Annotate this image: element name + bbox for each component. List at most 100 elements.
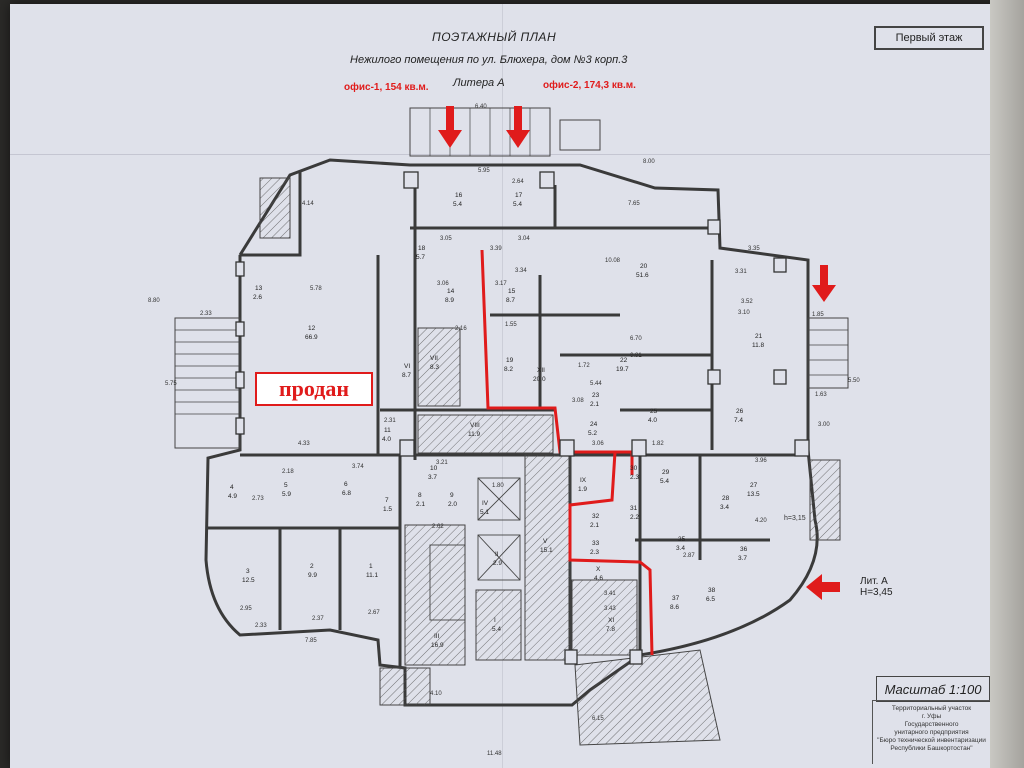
room-area: 7.4 bbox=[734, 417, 743, 424]
stamp-line: Республики Башкортостан" bbox=[890, 745, 973, 752]
room-number: 8 bbox=[418, 492, 422, 499]
column bbox=[235, 417, 245, 435]
room-area: 2.9 bbox=[493, 560, 502, 567]
dimension-label: 1.55 bbox=[505, 322, 517, 328]
room-number: 35 bbox=[678, 536, 686, 543]
inner-wall bbox=[410, 185, 557, 230]
room-area: 19.7 bbox=[616, 366, 629, 373]
room-area: 8.7 bbox=[506, 297, 515, 304]
dimension-label: 2.18 bbox=[282, 469, 294, 475]
room-number: 36 bbox=[740, 546, 748, 553]
room-number: 17 bbox=[515, 192, 523, 199]
dimension-label: 4.10 bbox=[430, 691, 442, 697]
dimension-label: 6.15 bbox=[592, 716, 604, 722]
room-area: 66.9 bbox=[305, 334, 318, 341]
room-area: 1.5 bbox=[383, 506, 392, 513]
room-area: 8.9 bbox=[445, 297, 454, 304]
arrow-down-icon bbox=[812, 265, 836, 302]
room-number: 5 bbox=[284, 482, 288, 489]
room-number: 32 bbox=[592, 513, 600, 520]
column bbox=[235, 261, 245, 277]
sold-label: продан bbox=[255, 372, 373, 406]
dimension-label: 8.80 bbox=[148, 298, 160, 304]
dimension-label: 3.41 bbox=[604, 591, 616, 597]
dimension-label: 3.00 bbox=[818, 422, 830, 428]
room-area: 3.7 bbox=[428, 474, 437, 481]
room-area: 3.4 bbox=[676, 545, 685, 552]
dimension-label: 5.95 bbox=[478, 168, 490, 174]
dimension-label: 3.08 bbox=[572, 398, 584, 404]
dimension-label: 3.06 bbox=[592, 441, 604, 447]
room-area: 2.3 bbox=[630, 474, 639, 481]
room-area: 4.6 bbox=[594, 575, 603, 582]
office-boundary bbox=[568, 451, 654, 656]
column bbox=[707, 369, 721, 385]
room-number: 28 bbox=[722, 495, 730, 502]
room-number: 4 bbox=[230, 484, 234, 491]
room-number: 6 bbox=[344, 481, 348, 488]
column bbox=[403, 171, 419, 189]
room-area: 8.7 bbox=[402, 372, 411, 379]
dimension-label: 4.20 bbox=[755, 518, 767, 524]
room-area: 2.2 bbox=[630, 514, 639, 521]
column bbox=[631, 439, 647, 457]
room-area: 5.4 bbox=[492, 626, 501, 633]
room-area: 5.2 bbox=[588, 430, 597, 437]
room-number: II bbox=[495, 551, 499, 558]
room-area: 5.4 bbox=[453, 201, 462, 208]
room-area: 2.0 bbox=[448, 501, 457, 508]
plan-title: ПОЭТАЖНЫЙ ПЛАН bbox=[432, 30, 557, 44]
room-number: III bbox=[434, 633, 440, 640]
room-area: 20.0 bbox=[533, 376, 546, 383]
room-number: 19 bbox=[506, 357, 514, 364]
scale-label: Масштаб 1:100 bbox=[876, 676, 990, 702]
room-number: IX bbox=[580, 477, 587, 484]
room-number: V bbox=[543, 538, 548, 545]
room-area: 3.4 bbox=[720, 504, 729, 511]
room-area: 7.8 bbox=[606, 626, 615, 633]
room-number: I bbox=[494, 617, 496, 624]
hatched-area bbox=[417, 327, 461, 407]
room-number: VII bbox=[430, 355, 438, 362]
column bbox=[773, 369, 787, 385]
room-area: 8.6 bbox=[670, 604, 679, 611]
dimension-label: 2.16 bbox=[455, 326, 467, 332]
column bbox=[794, 439, 810, 457]
column bbox=[235, 371, 245, 389]
room-number: 21 bbox=[755, 333, 763, 340]
entrance-porch bbox=[409, 107, 551, 157]
arrow-down-icon bbox=[506, 106, 530, 148]
room-height-note: h=3,15 bbox=[784, 515, 806, 522]
room-area: 15.1 bbox=[540, 547, 553, 554]
room-area: 2.3 bbox=[590, 549, 599, 556]
room-area: 11.1 bbox=[366, 572, 379, 579]
dimension-label: 3.35 bbox=[748, 246, 760, 252]
dimension-label: 3.17 bbox=[495, 281, 507, 287]
room-number: 1 bbox=[369, 563, 373, 570]
dimension-label: 3.21 bbox=[436, 460, 448, 466]
floor-label: Первый этаж bbox=[874, 26, 984, 50]
dimension-label: 2.95 bbox=[240, 606, 252, 612]
stair-well bbox=[429, 544, 466, 621]
dimension-label: 2.64 bbox=[512, 179, 524, 185]
arrow-down-icon bbox=[438, 106, 462, 148]
dimension-label: 2.67 bbox=[368, 610, 380, 616]
room-area: 8.3 bbox=[430, 364, 439, 371]
room-area: 4.0 bbox=[382, 436, 391, 443]
office-1-label: офис-1, 154 кв.м. bbox=[344, 82, 429, 93]
room-number: 24 bbox=[590, 421, 598, 428]
dimension-label: 3.06 bbox=[437, 281, 449, 287]
dimension-label: 2.33 bbox=[200, 311, 212, 317]
title-block-stamp: Территориальный участок г. Уфы Государст… bbox=[872, 700, 990, 764]
dimension-label: 2.37 bbox=[312, 616, 324, 622]
entrance-porch bbox=[559, 119, 601, 151]
office-2-label: офис-2, 174,3 кв.м. bbox=[543, 80, 636, 91]
arrow-left-icon bbox=[806, 574, 840, 600]
dimension-label: 3.05 bbox=[440, 236, 452, 242]
room-area: 9.9 bbox=[308, 572, 317, 579]
room-area: 2.1 bbox=[590, 522, 599, 529]
dimension-label: 2.73 bbox=[252, 496, 264, 502]
dimension-label: 5.78 bbox=[310, 286, 322, 292]
dimension-label: 4.33 bbox=[298, 441, 310, 447]
room-number: XII bbox=[537, 367, 545, 374]
